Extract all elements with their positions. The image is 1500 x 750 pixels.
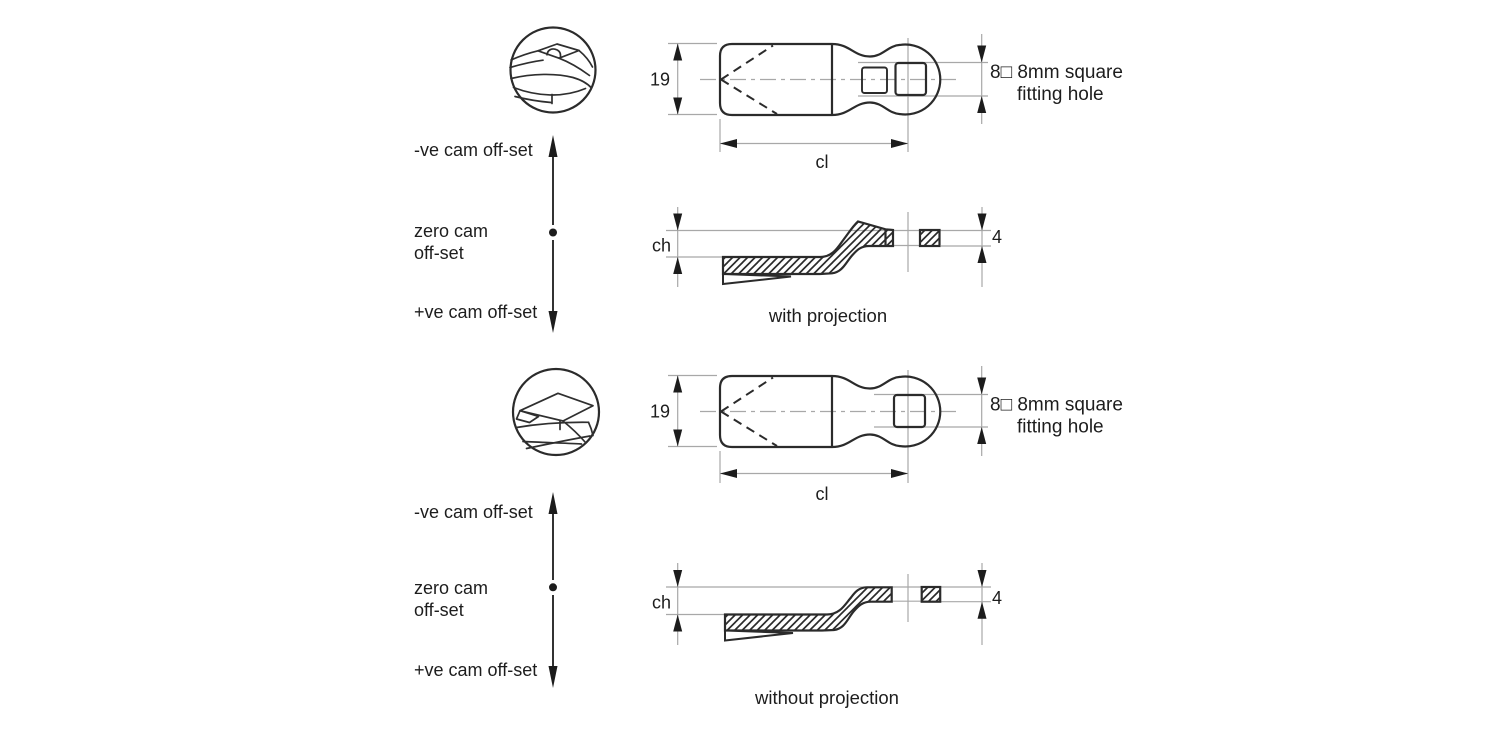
lever-plan-outline — [718, 42, 942, 117]
fitting-hole-square — [892, 393, 927, 429]
label-zero-offset-line2: off-set — [414, 600, 464, 620]
offset-scale-arrow — [548, 135, 558, 333]
label-zero-offset-line1: zero cam — [414, 221, 488, 241]
plan-view-without-projection: 19 cl 8□ 8mm square fitting hole — [650, 366, 1123, 504]
label-positive-offset: +ve cam off-set — [414, 660, 537, 680]
offset-scale-arrow — [548, 492, 558, 688]
down-arrowhead-icon — [548, 666, 558, 688]
label-negative-offset: -ve cam off-set — [414, 502, 533, 522]
up-arrowhead-icon — [548, 492, 558, 514]
dim-width-19: 19 — [650, 402, 670, 422]
dim-length-cl: cl — [816, 152, 829, 172]
section-profile — [721, 220, 895, 276]
detail-sketch-without-projection-icon — [511, 367, 601, 457]
up-arrowhead-icon — [548, 135, 558, 157]
hidden-edge-upper — [720, 376, 774, 413]
label-positive-offset: +ve cam off-set — [414, 302, 537, 322]
dim-thickness-4: 4 — [992, 588, 1002, 608]
fitting-hole-square — [894, 61, 928, 97]
section-caption: without projection — [754, 687, 899, 708]
dim-width-19: 19 — [650, 70, 670, 90]
label-negative-offset: -ve cam off-set — [414, 140, 533, 160]
dim-thickness-4: 4 — [992, 227, 1002, 247]
hole-note-line1: 8□ 8mm square — [990, 395, 1123, 416]
hidden-edge-upper — [720, 44, 774, 81]
projection-square — [861, 66, 888, 94]
variant-without-projection: -ve cam off-set zero cam off-set +ve cam… — [414, 366, 1123, 708]
handle-tip-wedge — [724, 629, 794, 642]
zero-offset-dot — [549, 228, 557, 237]
dim-cam-height-ch: ch — [652, 593, 671, 613]
plan-view-with-projection: 19 cl 8□ 8mm square fitting hole — [650, 34, 1123, 172]
label-zero-offset-line2: off-set — [414, 243, 464, 263]
zero-offset-dot — [549, 583, 557, 592]
hole-note-line1: 8□ 8mm square — [990, 62, 1123, 83]
hidden-edge-lower — [720, 78, 778, 115]
section-profile — [723, 586, 893, 632]
hole-note-line2: fitting hole — [1017, 417, 1104, 438]
detail-sketch-with-projection-icon — [509, 26, 597, 114]
hidden-edge-lower — [720, 410, 778, 447]
down-arrowhead-icon — [548, 311, 558, 333]
section-caption: with projection — [768, 305, 887, 326]
hole-note-line2: fitting hole — [1017, 84, 1104, 105]
lever-plan-outline — [718, 374, 942, 449]
label-zero-offset-line1: zero cam — [414, 578, 488, 598]
variant-with-projection: -ve cam off-set zero cam off-set +ve cam… — [414, 26, 1123, 333]
dim-length-cl: cl — [816, 484, 829, 504]
section-far-block — [920, 585, 942, 603]
dim-cam-height-ch: ch — [652, 236, 671, 256]
section-view-with-projection: ch 4 with projection — [652, 207, 1002, 326]
section-view-without-projection: ch 4 without projection — [652, 563, 1002, 708]
handle-tip-wedge — [722, 272, 792, 286]
section-far-block — [918, 228, 941, 248]
